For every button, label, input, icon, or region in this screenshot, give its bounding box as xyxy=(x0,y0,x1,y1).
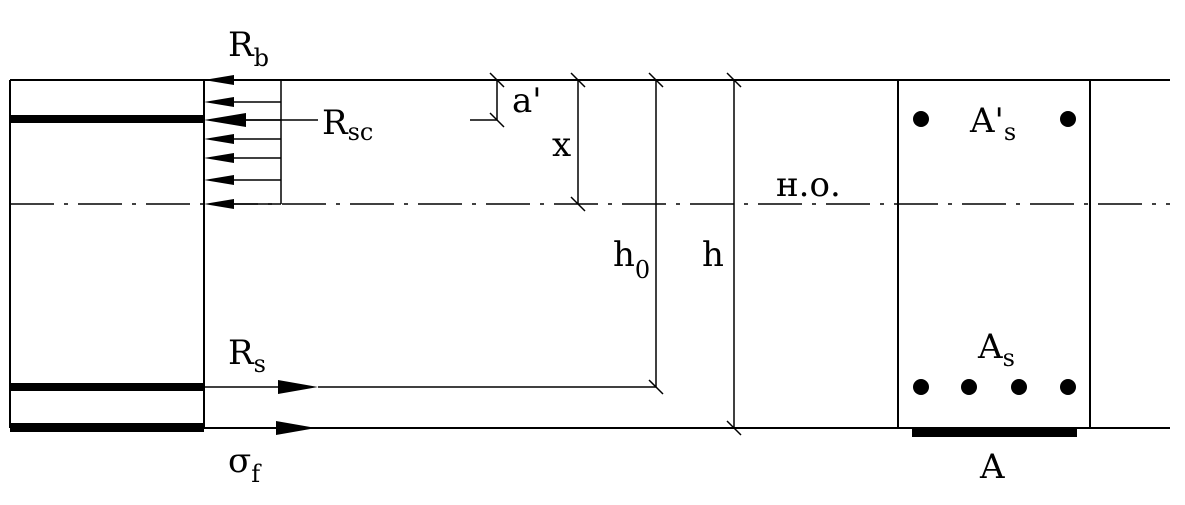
label-neutral-axis: н.о. xyxy=(776,165,841,205)
rebar-side-view xyxy=(10,115,204,432)
frp-strip-section xyxy=(912,428,1077,437)
bottom-rebar-dot xyxy=(1011,379,1027,395)
label-rb: Rb xyxy=(228,25,269,72)
label-rsc: Rsc xyxy=(322,103,373,146)
top-rebar-dot xyxy=(913,111,929,127)
top-rebar-bar xyxy=(10,115,204,123)
label-h: h xyxy=(702,235,724,275)
label-as-prime: A's xyxy=(969,101,1016,146)
frp-strip-bar xyxy=(10,423,204,432)
top-rebar-dot xyxy=(1060,111,1076,127)
bottom-rebar-dot xyxy=(913,379,929,395)
compression-arrowheads xyxy=(204,75,246,209)
label-h0: h0 xyxy=(613,235,650,284)
label-a-prime: a' xyxy=(512,81,542,121)
tension-arrows xyxy=(204,380,318,435)
label-as: As xyxy=(977,327,1015,372)
compression-stress-block xyxy=(230,79,282,205)
label-x: x xyxy=(552,125,571,165)
bottom-rebar-dot xyxy=(1060,379,1076,395)
label-sigma-f: σf xyxy=(228,441,262,488)
bottom-rebar-bar xyxy=(10,383,204,391)
cross-section-rebars xyxy=(913,111,1076,395)
bottom-rebar-dot xyxy=(961,379,977,395)
label-a: A xyxy=(979,447,1005,487)
label-rs: Rs xyxy=(228,333,266,378)
dimension-lines xyxy=(318,72,742,436)
